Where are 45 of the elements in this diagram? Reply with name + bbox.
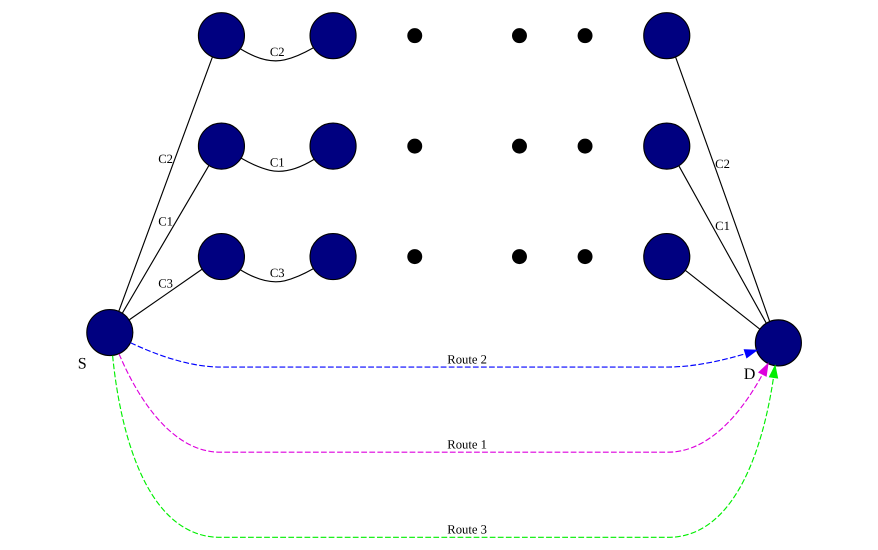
edge-label: Route 1	[446, 438, 486, 452]
node-circle	[642, 122, 690, 170]
node-circle	[308, 233, 356, 280]
connector	[240, 47, 314, 62]
node-dot	[406, 138, 422, 154]
connector	[121, 165, 209, 314]
edge-label: Route 3	[446, 522, 486, 537]
edge-label: C3	[269, 266, 284, 280]
node-circle	[197, 12, 245, 60]
node-circle	[642, 233, 690, 280]
node-circle	[86, 308, 133, 356]
node-circle	[197, 233, 245, 280]
node-label: S	[77, 355, 86, 372]
connector	[128, 268, 202, 320]
edge-label: C2	[269, 45, 284, 60]
node-label: D	[743, 366, 755, 383]
node-circle	[308, 122, 356, 170]
node-circle	[308, 12, 356, 60]
node-dot	[577, 249, 592, 264]
connector	[240, 158, 314, 172]
edge-label: C1	[269, 156, 284, 170]
edge-label: C1	[714, 218, 730, 233]
node-dot	[512, 28, 526, 44]
arrow	[118, 354, 768, 453]
node-dot	[512, 249, 526, 264]
node-dot	[577, 138, 592, 154]
edge-label: C2	[714, 156, 730, 171]
arrow	[112, 356, 778, 538]
edge-label: C1	[158, 214, 173, 228]
connector	[240, 268, 314, 282]
node-dot	[406, 28, 422, 44]
arrow	[130, 342, 758, 368]
edge-label: Route 2	[446, 352, 486, 366]
node-dot	[577, 28, 592, 44]
connector	[678, 166, 766, 324]
node-circle	[754, 319, 802, 366]
connector	[684, 270, 760, 330]
node-circle	[642, 12, 690, 60]
connector	[674, 56, 770, 322]
edge-label: C2	[158, 152, 173, 166]
node-dot	[406, 249, 422, 264]
edge-label: C3	[158, 276, 173, 290]
node-circle	[197, 122, 245, 170]
connector	[118, 57, 212, 312]
node-dot	[512, 138, 526, 154]
